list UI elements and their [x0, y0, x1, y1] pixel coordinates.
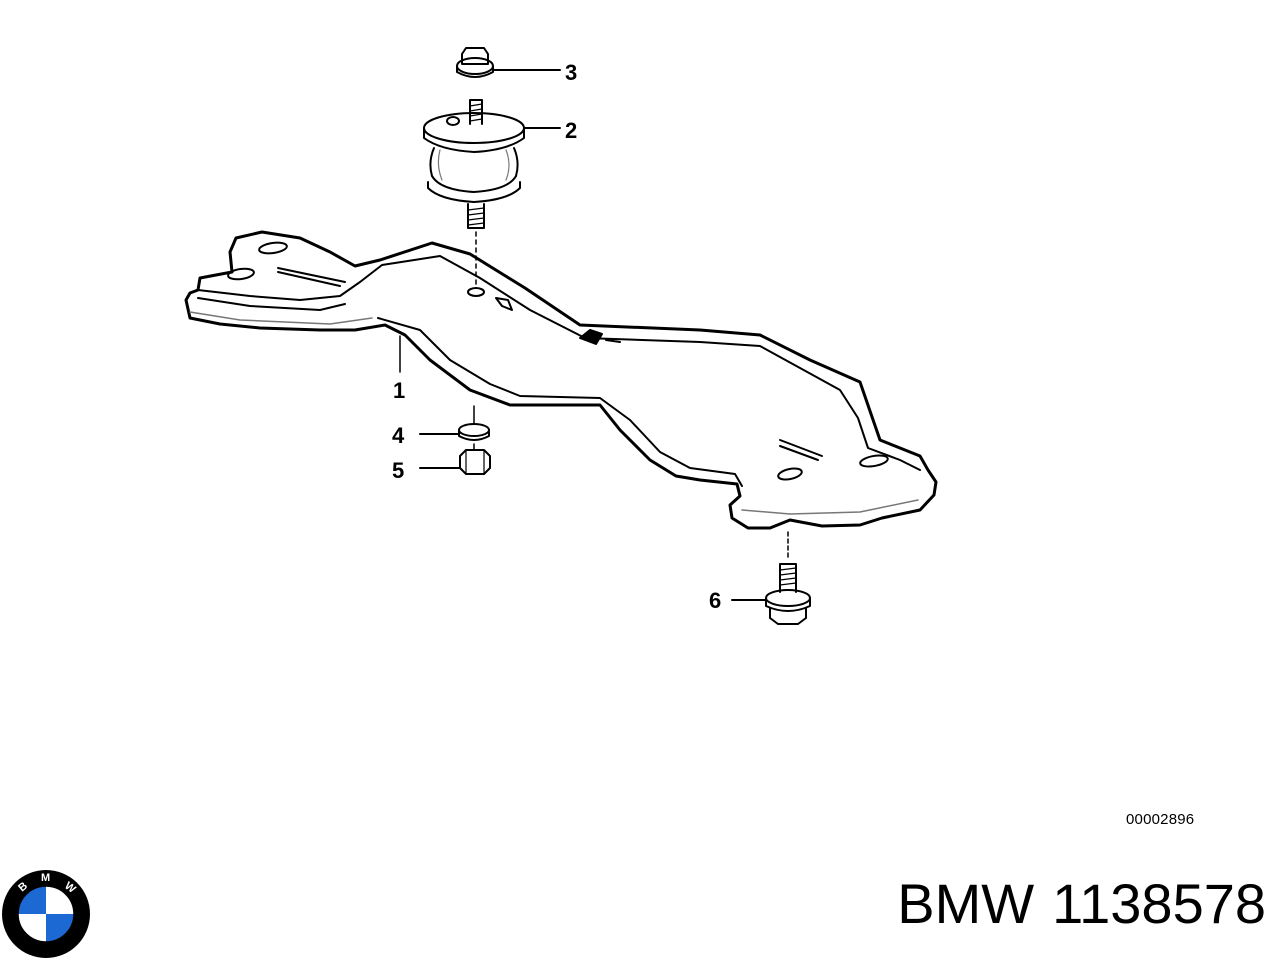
callout-6: 6 — [709, 588, 721, 613]
rubber-mount — [423, 99, 561, 229]
bmw-logo: B M W — [2, 870, 90, 958]
drawing-number: 00002896 — [1126, 811, 1195, 828]
callout-5: 5 — [392, 458, 404, 483]
callout-3: 3 — [565, 60, 577, 85]
crossmember — [184, 230, 938, 530]
callout-2: 2 — [565, 118, 577, 143]
part-brand: BMW — [897, 872, 1035, 935]
part-number: 1138578 — [1052, 872, 1266, 935]
flange-bolt — [731, 531, 811, 625]
flange-nut — [456, 47, 561, 78]
washer — [419, 405, 490, 441]
svg-text:M: M — [41, 872, 50, 884]
callout-1: 1 — [393, 378, 405, 403]
callout-4: 4 — [392, 423, 405, 448]
hex-nut — [419, 443, 491, 475]
